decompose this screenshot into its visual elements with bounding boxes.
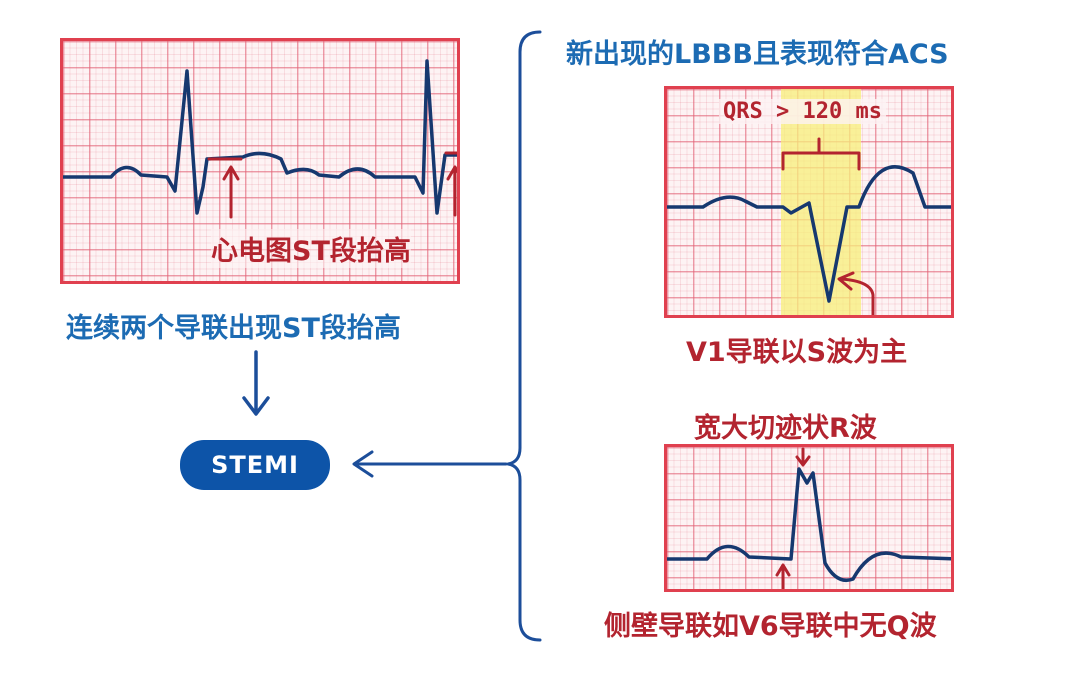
lbbb-title: 新出现的LBBB且表现符合ACS xyxy=(566,39,949,70)
stemi-ecg-panel: 心电图ST段抬高 xyxy=(60,38,460,284)
qrs-duration-highlight xyxy=(781,89,861,315)
v6-ecg-panel xyxy=(664,444,954,592)
consecutive-leads-caption: 连续两个导联出现ST段抬高 xyxy=(66,313,401,344)
qrs-duration-label: QRS > 120 ms xyxy=(719,99,886,124)
v6-no-q-wave-caption: 侧壁导联如V6导联中无Q波 xyxy=(604,611,937,642)
st-elevation-label: 心电图ST段抬高 xyxy=(211,229,411,268)
v1-ecg-trace xyxy=(667,137,951,315)
notched-r-wave-label: 宽大切迹状R波 xyxy=(694,413,877,444)
v1-s-wave-caption: V1导联以S波为主 xyxy=(686,337,908,368)
v1-ecg-panel: QRS > 120 ms xyxy=(664,86,954,318)
v6-ecg-trace xyxy=(667,447,951,589)
stemi-ecg-trace xyxy=(63,59,457,219)
stemi-badge: STEMI xyxy=(180,440,330,490)
